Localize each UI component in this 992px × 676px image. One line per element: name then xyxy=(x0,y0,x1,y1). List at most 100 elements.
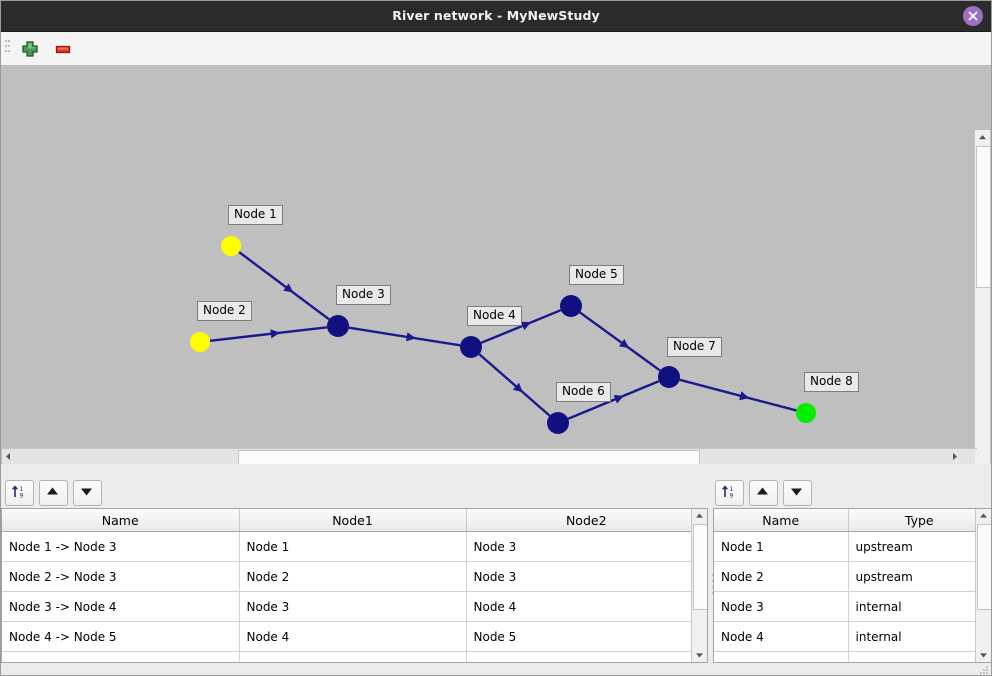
branch-row-cell[interactable]: Node 3 xyxy=(466,561,707,592)
node-row-cell[interactable]: upstream xyxy=(848,531,991,562)
node-row-cell[interactable]: Node 4 xyxy=(714,621,849,652)
node-move-up-button[interactable] xyxy=(749,480,778,506)
node-table-scrollbar[interactable] xyxy=(975,509,991,662)
branch-row-cell[interactable]: Node 3 xyxy=(466,531,707,562)
graph-node-label-n8[interactable]: Node 8 xyxy=(804,372,859,392)
branch-row-cell[interactable]: Node 1 -> Node 3 xyxy=(2,531,240,562)
window-resize-grip[interactable] xyxy=(980,666,988,674)
graph-node-n2[interactable] xyxy=(190,332,210,352)
branch-scroll-down-icon[interactable] xyxy=(692,648,707,662)
branch-col-node1[interactable]: Node1 xyxy=(239,509,467,532)
edge-n5-n7[interactable] xyxy=(579,311,661,372)
edge-n6-n7[interactable] xyxy=(567,380,660,420)
branch-row-empty xyxy=(2,651,707,662)
graph-node-label-n5[interactable]: Node 5 xyxy=(569,265,624,285)
network-canvas[interactable]: Node 1 Node 2 Node 3 Node 4 Node 5 Node 6 Node… xyxy=(1,66,991,464)
node-row-empty xyxy=(714,651,991,662)
edge-arrow-n7-n8 xyxy=(739,391,750,401)
canvas-hscroll-thumb[interactable] xyxy=(238,450,700,464)
branch-sort-button[interactable]: 1 9 xyxy=(5,480,34,506)
edge-n7-n8[interactable] xyxy=(679,378,797,412)
node-row-cell[interactable]: upstream xyxy=(848,561,991,592)
node-row-cell[interactable]: internal xyxy=(848,591,991,622)
graph-node-n8[interactable] xyxy=(796,403,816,423)
graph-node-label-n7[interactable]: Node 7 xyxy=(667,337,722,357)
edge-arrow-n1-n3 xyxy=(283,283,294,293)
node-row-cell[interactable]: internal xyxy=(848,621,991,652)
horizontal-splitter[interactable] xyxy=(1,464,991,494)
edge-arrow-n4-n5 xyxy=(520,321,532,331)
branch-row-cell[interactable]: Node 3 -> Node 4 xyxy=(2,591,240,622)
branch-move-up-button[interactable] xyxy=(39,480,68,506)
edge-n2-n3[interactable] xyxy=(209,326,328,343)
branch-scroll-up-icon[interactable] xyxy=(692,509,707,523)
branch-col-node2[interactable]: Node2 xyxy=(466,509,707,532)
graph-node-n7[interactable] xyxy=(658,366,680,388)
edge-n4-n6[interactable] xyxy=(478,353,551,417)
node-scroll-thumb[interactable] xyxy=(977,524,991,610)
scroll-up-icon[interactable] xyxy=(975,130,990,145)
delete-minus-icon[interactable] xyxy=(51,37,75,61)
canvas-vertical-scrollbar[interactable] xyxy=(974,130,991,464)
branch-row-cell[interactable]: Node 4 xyxy=(466,591,707,622)
graph-node-label-n3[interactable]: Node 3 xyxy=(336,285,391,305)
edge-arrow-n4-n6 xyxy=(512,382,523,393)
node-row-cell[interactable]: Node 2 xyxy=(714,561,849,592)
branch-move-down-button[interactable] xyxy=(73,480,102,506)
branch-row-empty-cell xyxy=(466,651,707,662)
node-move-down-button[interactable] xyxy=(783,480,812,506)
main-toolbar xyxy=(1,32,991,66)
branch-row-cell[interactable]: Node 1 xyxy=(239,531,467,562)
canvas-vscroll-thumb[interactable] xyxy=(976,146,991,288)
node-col-type[interactable]: Type xyxy=(848,509,991,532)
scroll-right-icon[interactable] xyxy=(948,449,961,464)
branch-row-cell[interactable]: Node 4 xyxy=(239,621,467,652)
branch-row-cell[interactable]: Node 5 xyxy=(466,621,707,652)
node-scroll-up-icon[interactable] xyxy=(976,509,991,523)
graph-node-label-n4[interactable]: Node 4 xyxy=(467,306,522,326)
graph-node-label-n1[interactable]: Node 1 xyxy=(228,205,283,225)
edge-n4-n5[interactable] xyxy=(480,309,562,344)
minus-glyph xyxy=(55,45,71,54)
branch-row-cell[interactable]: Node 2 -> Node 3 xyxy=(2,561,240,592)
add-plus-icon[interactable] xyxy=(18,37,42,61)
graph-node-n5[interactable] xyxy=(560,295,582,317)
graph-node-n1[interactable] xyxy=(221,236,241,256)
toolbar-drag-handle[interactable] xyxy=(5,40,10,58)
node-row-cell[interactable]: Node 1 xyxy=(714,531,849,562)
branch-row-cell[interactable]: Node 4 -> Node 5 xyxy=(2,621,240,652)
node-sort-button[interactable]: 1 9 xyxy=(715,480,744,506)
edge-n1-n3[interactable] xyxy=(238,251,330,321)
node-row-cell[interactable]: Node 3 xyxy=(714,591,849,622)
canvas-horizontal-scrollbar[interactable] xyxy=(2,448,977,464)
node-row-empty-cell xyxy=(848,651,991,662)
node-scroll-down-icon[interactable] xyxy=(976,648,991,662)
branch-row-empty-cell xyxy=(2,651,240,662)
branch-col-name[interactable]: Name xyxy=(2,509,240,532)
scroll-left-icon[interactable] xyxy=(2,449,15,464)
graph-node-n6[interactable] xyxy=(547,412,569,434)
close-icon[interactable] xyxy=(963,6,983,26)
branch-scroll-thumb[interactable] xyxy=(693,524,707,610)
graph-node-label-n2[interactable]: Node 2 xyxy=(197,301,252,321)
graph-node-n3[interactable] xyxy=(327,315,349,337)
branch-row-cell[interactable]: Node 3 xyxy=(239,591,467,622)
edge-n3-n4[interactable] xyxy=(348,326,461,347)
branch-row-cell[interactable]: Node 2 xyxy=(239,561,467,592)
branch-table-scrollbar[interactable] xyxy=(691,509,707,662)
svg-text:9: 9 xyxy=(20,493,24,500)
graph-node-label-n6[interactable]: Node 6 xyxy=(556,382,611,402)
node-col-name[interactable]: Name xyxy=(714,509,849,532)
graph-node-n4[interactable] xyxy=(460,336,482,358)
branch-row-empty-cell xyxy=(239,651,467,662)
